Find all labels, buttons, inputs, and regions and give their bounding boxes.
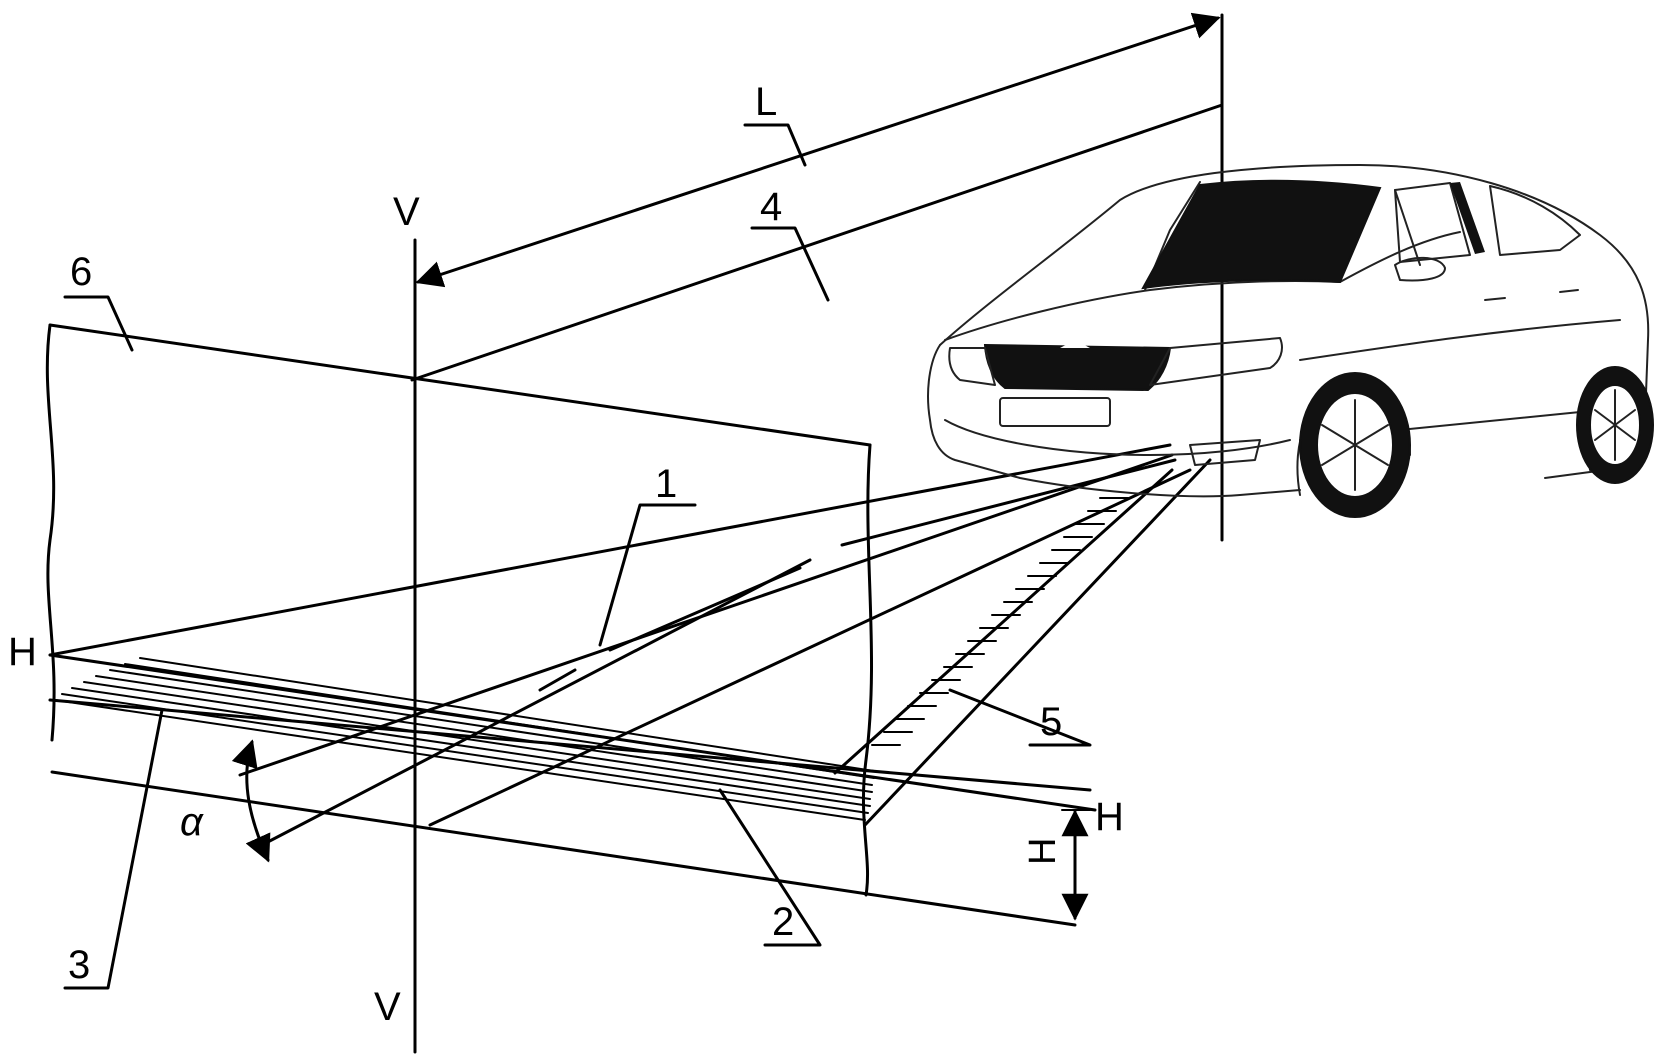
cutoff-band [54,458,1212,827]
label-region-5: 5 [1040,700,1062,744]
car-icon [927,164,1654,518]
label-height: H [1022,838,1064,865]
distance-l-arrow [415,12,1221,288]
label-horizontal-right: H [1095,795,1124,839]
ground-region-5 [833,468,1174,775]
label-beam-1: 1 [655,462,677,506]
label-vertical-bottom: V [374,985,401,1029]
height-h-arrow [1061,809,1091,921]
screen-panel [45,323,1092,927]
label-cutoff-2: 2 [772,900,794,944]
label-horizontal-left: H [8,630,37,674]
label-plane-4: 4 [760,185,782,229]
label-vertical-top: V [393,190,420,234]
label-projection-3: 3 [68,943,90,987]
label-angle-alpha: α [180,800,204,844]
label-screen-6: 6 [70,250,92,294]
label-distance: L [755,80,777,124]
angle-alpha-arc [231,739,271,863]
leader-lines [63,123,1092,990]
beam-lines [48,443,1192,847]
